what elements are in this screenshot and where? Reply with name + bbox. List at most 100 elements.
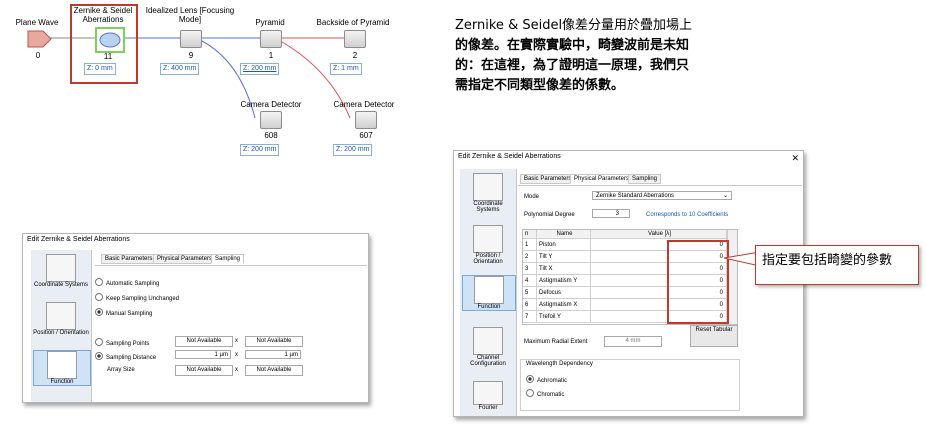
fourier-icon — [473, 381, 503, 405]
times-label: x — [235, 338, 238, 344]
option-achromatic[interactable]: Achromatic — [526, 375, 567, 384]
plane-wave-icon[interactable] — [27, 29, 53, 49]
table-cell-index: 2 — [523, 251, 537, 263]
z-position-field[interactable]: Z: 200 mm — [240, 144, 280, 156]
position-orientation-icon — [473, 225, 503, 253]
option-sampling-points[interactable]: Sampling Points — [95, 338, 149, 347]
times-label: x — [235, 367, 238, 373]
array-size-label: Array Size — [107, 367, 135, 373]
sampling-dialog: Edit Zernike & Seidel Aberrations Coordi… — [22, 233, 369, 403]
tab-basic-parameters[interactable]: Basic Parameters — [520, 174, 576, 184]
node-id: 9 — [188, 51, 194, 60]
sidebar-item-coordinate-systems[interactable]: Coordinate Systems — [33, 254, 89, 288]
dialog-sidebar: Coordinate Systems Position / Orientatio… — [31, 250, 92, 402]
sampling-points-x-field[interactable]: Not Available — [175, 336, 233, 347]
table-cell-name: Astigmatism Y — [537, 275, 591, 287]
sidebar-item-coordinate-systems[interactable]: Coordinate Systems — [462, 173, 514, 213]
tab-basic-parameters[interactable]: Basic Parameters — [101, 254, 157, 264]
sidebar-item-position[interactable]: Position / Orientation — [462, 225, 514, 265]
table-cell-name: Astigmatism X — [537, 299, 591, 311]
node-title-plane-wave: Plane Wave — [15, 18, 59, 27]
polynomial-degree-label: Polynomial Degree — [524, 212, 575, 218]
tab-sampling[interactable]: Sampling — [628, 174, 662, 184]
table-cell-value[interactable]: 0 — [591, 275, 727, 287]
z-position-field[interactable]: Z: 0 mm — [84, 63, 116, 75]
sidebar-item-position[interactable]: Position / Orientation — [33, 302, 89, 336]
z-position-field[interactable]: Z: 1 mm — [330, 63, 362, 75]
position-orientation-icon — [46, 302, 76, 330]
wavelength-group — [520, 359, 740, 411]
option-label: Manual Sampling — [106, 311, 153, 317]
coordinate-systems-icon — [473, 173, 503, 201]
backside-node[interactable] — [344, 30, 366, 48]
sidebar-item-function[interactable]: Function — [462, 275, 516, 311]
table-cell-index: 5 — [523, 287, 537, 299]
table-cell-name: Trefoil Y — [537, 311, 591, 323]
table-cell-index: 7 — [523, 311, 537, 323]
table-header: Value [λ] — [591, 230, 727, 239]
node-title-lens: Idealized Lens [Focusing Mode] — [145, 6, 235, 24]
z-position-field[interactable]: Z: 400 mm — [160, 63, 200, 75]
array-size-x-field: Not Available — [175, 365, 233, 376]
z-position-field[interactable]: Z: 200 mm — [333, 144, 373, 156]
mode-select[interactable]: Zernike Standard Aberrations ⌄ — [592, 191, 732, 200]
chevron-down-icon: ⌄ — [722, 193, 728, 199]
close-icon[interactable]: ✕ — [791, 153, 799, 163]
sidebar-item-fourier[interactable]: Fourier — [462, 381, 514, 411]
option-label: Sampling Distance — [106, 355, 157, 361]
array-size-y-field: Not Available — [245, 365, 303, 376]
function-icon — [474, 276, 504, 304]
radial-extent-field[interactable]: 4 mm — [604, 336, 662, 347]
sampling-distance-x-field[interactable]: 1 µm — [175, 350, 231, 359]
tab-sampling[interactable]: Sampling — [211, 254, 245, 264]
option-chromatic[interactable]: Chromatic — [526, 389, 564, 398]
polynomial-degree-stepper[interactable]: 3 — [592, 209, 630, 218]
option-keep-sampling[interactable]: Keep Sampling Unchanged — [95, 293, 179, 302]
dialog-title: Edit Zernike & Seidel Aberrations — [458, 153, 561, 160]
sampling-points-y-field[interactable]: Not Available — [245, 336, 303, 347]
option-sampling-distance[interactable]: Sampling Distance — [95, 352, 156, 361]
reset-tabular-button[interactable]: Reset Tabular — [690, 325, 738, 347]
table-cell-value[interactable]: 0 — [591, 263, 727, 275]
lens-node[interactable] — [180, 30, 202, 48]
sidebar-item-label: Channel Configuration — [470, 355, 506, 367]
tab-divider — [518, 185, 802, 186]
node-id: 2 — [352, 51, 358, 60]
z-position-field[interactable]: Z: 200 mm — [240, 63, 280, 75]
tab-physical-parameters[interactable]: Physical Parameters — [153, 254, 217, 264]
sidebar-item-label: Fourier — [478, 405, 498, 411]
description-line: 需指定不同類型像差的係數。 — [455, 78, 625, 93]
table-cell-name: Defocus — [537, 287, 591, 299]
table-cell-name: Tilt X — [537, 263, 591, 275]
dialog-title: Edit Zernike & Seidel Aberrations — [27, 236, 130, 243]
sampling-distance-y-field[interactable]: 1 µm — [245, 350, 301, 359]
times-label: x — [235, 352, 238, 358]
sidebar-item-function[interactable]: Function — [33, 350, 91, 386]
sidebar-item-label: Function — [477, 304, 501, 310]
option-automatic-sampling[interactable]: Automatic Sampling — [95, 278, 159, 287]
table-cell-name: Piston — [537, 239, 591, 251]
node-title-camera: Camera Detector — [333, 100, 395, 109]
table-cell-value[interactable]: 0 — [591, 299, 727, 311]
radio-icon — [95, 278, 103, 286]
table-cell-value[interactable]: 0 — [591, 311, 727, 323]
node-id: 11 — [103, 52, 113, 61]
option-manual-sampling[interactable]: Manual Sampling — [95, 308, 152, 317]
pyramid-node[interactable] — [260, 30, 282, 48]
table-cell-index: 4 — [523, 275, 537, 287]
camera-607-node[interactable] — [355, 111, 377, 129]
coefficients-note: Corresponds to 10 Coefficients — [646, 212, 729, 218]
camera-608-node[interactable] — [260, 111, 282, 129]
function-icon — [47, 351, 77, 379]
zernike-node[interactable] — [95, 27, 125, 53]
tab-physical-parameters[interactable]: Physical Parameters — [570, 174, 634, 184]
sidebar-item-label: Coordinate Systems — [33, 282, 89, 288]
table-cell-value[interactable]: 0 — [591, 287, 727, 299]
node-id: 608 — [264, 131, 278, 140]
table-cell-value[interactable]: 0 — [591, 251, 727, 263]
table-cell-value[interactable]: 0 — [591, 239, 727, 251]
mode-value: Zernike Standard Aberrations — [596, 193, 675, 199]
sidebar-item-channel[interactable]: Channel Configuration — [462, 327, 514, 367]
node-id: 607 — [359, 131, 373, 140]
